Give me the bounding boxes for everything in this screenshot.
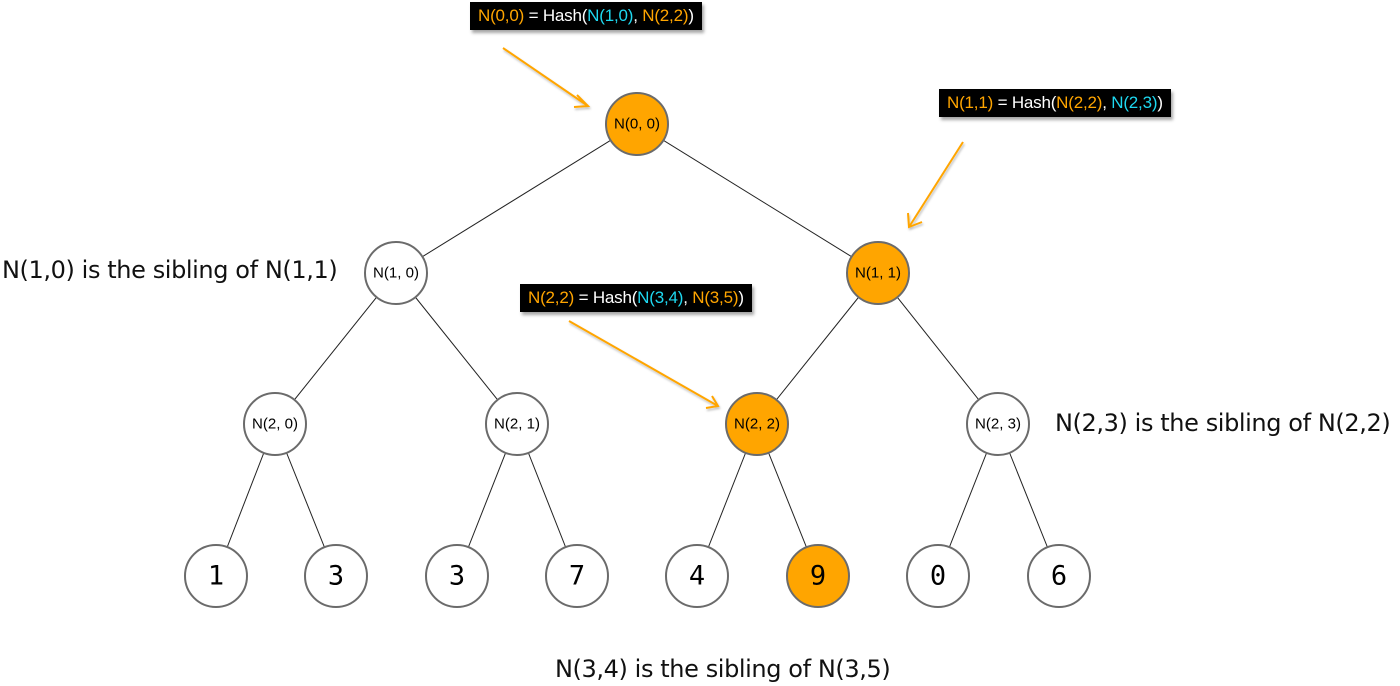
tree-edge xyxy=(395,123,638,274)
node-circle xyxy=(364,241,428,305)
node-label: N(2, 2) xyxy=(734,416,780,433)
node-circle xyxy=(184,544,248,608)
node-circle xyxy=(605,92,669,156)
node-label: 3 xyxy=(449,561,465,592)
leaf-node: 0 xyxy=(906,544,970,608)
note-n23-sibling: N(2,3) is the sibling of N(2,2) xyxy=(1055,409,1391,437)
callout-n11-hash: N(1,1) = Hash(N(2,2), N(2,3)) xyxy=(939,89,1171,117)
node-label: N(1, 1) xyxy=(855,265,901,282)
node-circle xyxy=(665,544,729,608)
node-label: 6 xyxy=(1051,561,1067,592)
callout-text-part: N(2,3) xyxy=(1111,93,1158,112)
node-circle xyxy=(485,392,549,456)
leaf-node: 9 xyxy=(786,544,850,608)
callout-text-part: ) xyxy=(1157,93,1163,112)
callout-text-part: , xyxy=(633,6,643,25)
tree-edge xyxy=(756,272,879,425)
tree-node-n10: N(1, 0) xyxy=(364,241,428,305)
tree-edge xyxy=(636,123,879,274)
node-label: N(2, 1) xyxy=(494,416,540,433)
note-n10-sibling: N(1,0) is the sibling of N(1,1) xyxy=(2,256,338,284)
callout-text-part: ) xyxy=(688,6,694,25)
node-circle xyxy=(786,544,850,608)
note-leaf-sibling: N(3,4) is the sibling of N(3,5) xyxy=(555,655,891,683)
node-label: 1 xyxy=(208,561,224,592)
callout-text-part: = Hash( xyxy=(574,288,638,307)
callout-arrows xyxy=(502,47,964,409)
callout-text-part: , xyxy=(1102,93,1112,112)
node-circle xyxy=(725,392,789,456)
tree-node-n11: N(1, 1) xyxy=(846,241,910,305)
node-circle xyxy=(906,544,970,608)
node-label: 4 xyxy=(689,561,705,592)
arrow-to-n11-icon xyxy=(907,141,964,229)
callout-text-part: = Hash( xyxy=(524,6,588,25)
leaf-node: 7 xyxy=(545,544,609,608)
callout-text-part: N(2,2) xyxy=(528,288,575,307)
callout-text-part: = Hash( xyxy=(993,93,1057,112)
callout-text-part: N(2,2) xyxy=(642,6,689,25)
node-circle xyxy=(304,544,368,608)
node-circle xyxy=(1027,544,1091,608)
tree-node-n21: N(2, 1) xyxy=(485,392,549,456)
callout-text-part: N(0,0) xyxy=(478,6,525,25)
arrow-to-n22-icon xyxy=(568,320,720,409)
callout-text-part: N(1,1) xyxy=(947,93,994,112)
node-label: 0 xyxy=(930,561,946,592)
tree-edge xyxy=(274,272,397,425)
leaf-node: 1 xyxy=(184,544,248,608)
tree-edge xyxy=(395,272,518,425)
node-circle xyxy=(966,392,1030,456)
tree-nodes: N(0, 0) N(1, 0) N(1, 1) N(2, 0) N(2, 1) N(2, … xyxy=(184,92,1091,608)
node-label: N(2, 0) xyxy=(252,416,298,433)
node-label: N(1, 0) xyxy=(373,265,419,282)
node-circle xyxy=(243,392,307,456)
tree-node-n00: N(0, 0) xyxy=(605,92,669,156)
callout-n22-hash: N(2,2) = Hash(N(3,4), N(3,5)) xyxy=(520,284,752,312)
leaf-node: 6 xyxy=(1027,544,1091,608)
leaf-node: 3 xyxy=(425,544,489,608)
callout-text-part: N(3,4) xyxy=(637,288,684,307)
tree-edges xyxy=(215,123,1060,577)
leaf-node: 3 xyxy=(304,544,368,608)
node-label: 7 xyxy=(569,561,585,592)
node-circle xyxy=(846,241,910,305)
arrow-to-root-icon xyxy=(502,47,591,108)
callout-text-part: , xyxy=(683,288,693,307)
callout-text-part: ) xyxy=(738,288,744,307)
node-label: N(2, 3) xyxy=(975,416,1021,433)
node-circle xyxy=(425,544,489,608)
node-label: N(0, 0) xyxy=(614,116,660,133)
callout-text-part: N(1,0) xyxy=(587,6,634,25)
tree-node-n22: N(2, 2) xyxy=(725,392,789,456)
leaf-node: 4 xyxy=(665,544,729,608)
callout-text-part: N(3,5) xyxy=(692,288,739,307)
callout-root-hash: N(0,0) = Hash(N(1,0), N(2,2)) xyxy=(470,2,702,30)
node-label: 9 xyxy=(810,561,826,592)
tree-node-n23: N(2, 3) xyxy=(966,392,1030,456)
tree-node-n20: N(2, 0) xyxy=(243,392,307,456)
node-label: 3 xyxy=(328,561,344,592)
callout-text-part: N(2,2) xyxy=(1056,93,1103,112)
node-circle xyxy=(545,544,609,608)
tree-edge xyxy=(877,272,999,425)
